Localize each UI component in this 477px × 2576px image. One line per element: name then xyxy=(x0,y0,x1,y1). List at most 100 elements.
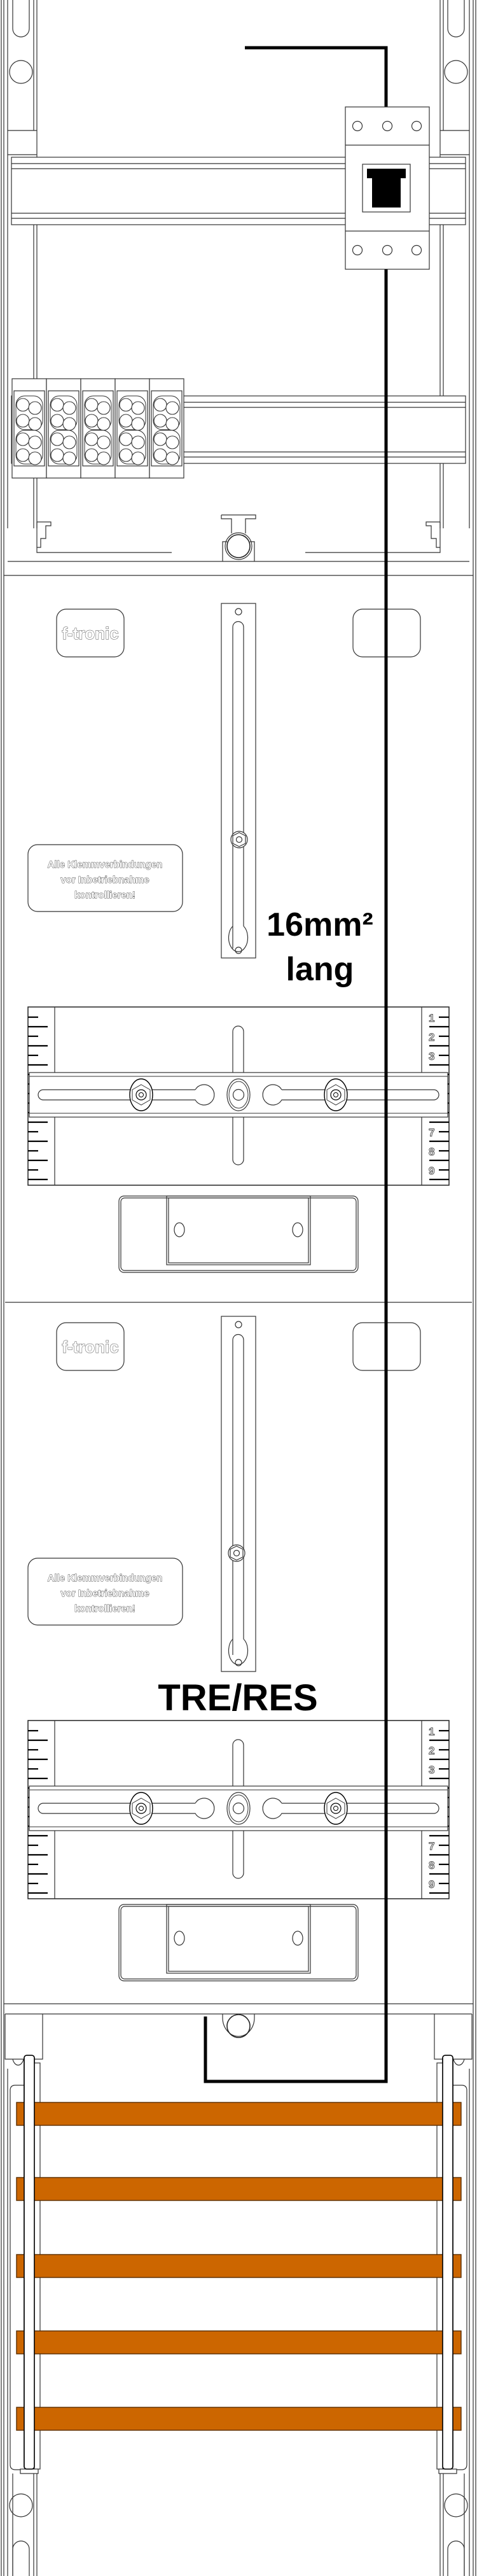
scale-number: 8 xyxy=(429,1146,434,1158)
clamp-hole-icon[interactable] xyxy=(97,401,111,415)
brand-label: f-tronic xyxy=(62,624,119,643)
warning-line-1: Alle Klemmverbindungen xyxy=(48,1573,163,1584)
clamp-hole-icon[interactable] xyxy=(97,435,111,449)
terminal-module[interactable] xyxy=(11,378,47,479)
scale-number: 3 xyxy=(429,1764,434,1776)
nut-icon[interactable] xyxy=(324,1078,348,1111)
scale-number: 7 xyxy=(429,1127,434,1139)
clamp-hole-icon[interactable] xyxy=(97,451,111,465)
nut-icon[interactable] xyxy=(129,1078,153,1111)
nut-icon[interactable] xyxy=(228,1544,245,1562)
toggle-lever-icon[interactable] xyxy=(367,169,406,208)
clamp-hole-icon[interactable] xyxy=(28,451,42,465)
clamp-hole-icon[interactable] xyxy=(16,398,30,412)
mounting-hole-icon xyxy=(226,534,251,558)
main-breaker[interactable] xyxy=(345,106,430,270)
meter-panel-1: f-tronic Alle Klemmverbindungen vor Inbe… xyxy=(27,603,421,988)
meter-panel-2: f-tronic Alle Klemmverbindungen vor Inbe… xyxy=(27,1316,421,1719)
scale-number: 2 xyxy=(429,1745,434,1757)
nut-icon[interactable] xyxy=(324,1792,348,1825)
brand-label-box xyxy=(56,1322,125,1371)
clamp-hole-icon[interactable] xyxy=(119,414,133,428)
clamp-hole-icon[interactable] xyxy=(16,448,30,462)
warning-line-2: vor Inbetriebnahme xyxy=(60,875,149,885)
scale-number: 2 xyxy=(429,1031,434,1043)
clamp-hole-icon[interactable] xyxy=(85,432,99,446)
nut-icon[interactable] xyxy=(129,1792,153,1825)
clamp-hole-icon[interactable] xyxy=(50,448,64,462)
warning-line-3: kontrollieren! xyxy=(74,1603,135,1614)
clamp-hole-icon[interactable] xyxy=(119,398,133,412)
busbars xyxy=(16,2102,462,2431)
scale-number: 3 xyxy=(429,1050,434,1062)
scale-number: 8 xyxy=(429,1859,434,1871)
warning-line-1: Alle Klemmverbindungen xyxy=(48,859,163,870)
clamp-hole-icon[interactable] xyxy=(131,435,145,449)
clamp-hole-icon[interactable] xyxy=(50,432,64,446)
brand-label-box xyxy=(56,609,125,658)
clamp-hole-icon[interactable] xyxy=(16,414,30,428)
meter-carrier-2[interactable]: 1235789 xyxy=(27,1720,450,1899)
clamp-hole-icon[interactable] xyxy=(165,401,179,415)
clamp-hole-icon[interactable] xyxy=(28,417,42,431)
busbar-holder-front xyxy=(24,2055,453,2470)
terminal-module[interactable] xyxy=(149,378,184,479)
mounting-hole-icon xyxy=(226,2014,251,2038)
clamp-hole-icon[interactable] xyxy=(28,401,42,415)
clamp-hole-icon[interactable] xyxy=(131,417,145,431)
clamp-hole-icon[interactable] xyxy=(119,448,133,462)
meter-carrier-1[interactable]: 1235789 xyxy=(27,1006,450,1186)
clamp-hole-icon[interactable] xyxy=(50,398,64,412)
vertical-bracket xyxy=(221,603,256,959)
clamp-hole-icon[interactable] xyxy=(165,417,179,431)
incoming-wire xyxy=(245,46,388,107)
plug-plate-1 xyxy=(118,1195,359,1273)
scale-number: 9 xyxy=(429,1165,434,1177)
cable-size-label: 16mm² xyxy=(266,906,373,943)
clamp-hole-icon[interactable] xyxy=(119,432,133,446)
scale-number: 1 xyxy=(429,1012,434,1024)
busbar xyxy=(16,2177,462,2201)
scale-number: 1 xyxy=(429,1726,434,1738)
vertical-bracket xyxy=(221,1316,256,1672)
bottom-uprights xyxy=(9,2474,468,2576)
clamp-hole-icon[interactable] xyxy=(153,398,167,412)
clamp-hole-icon[interactable] xyxy=(62,401,76,415)
clamp-hole-icon[interactable] xyxy=(153,414,167,428)
clamp-hole-icon[interactable] xyxy=(85,414,99,428)
meter-type-label: TRE/RES xyxy=(158,1677,317,1719)
screw-icon xyxy=(382,244,393,256)
clamp-hole-icon[interactable] xyxy=(85,448,99,462)
busbar xyxy=(16,2102,462,2126)
clamp-hole-icon[interactable] xyxy=(97,417,111,431)
clamp-hole-icon[interactable] xyxy=(165,435,179,449)
screw-icon xyxy=(411,120,422,132)
warning-line-2: vor Inbetriebnahme xyxy=(60,1588,149,1599)
busbar xyxy=(16,2407,462,2431)
scale-number: 7 xyxy=(429,1840,434,1852)
clamp-hole-icon[interactable] xyxy=(153,448,167,462)
center-washer-icon xyxy=(226,1792,251,1825)
clamp-hole-icon[interactable] xyxy=(62,451,76,465)
clamp-hole-icon[interactable] xyxy=(165,451,179,465)
clamp-hole-icon[interactable] xyxy=(131,401,145,415)
clamp-hole-icon[interactable] xyxy=(85,398,99,412)
right-upright-top xyxy=(439,0,470,528)
clamp-hole-icon[interactable] xyxy=(62,417,76,431)
clamp-hole-icon[interactable] xyxy=(62,435,76,449)
clamp-hole-icon[interactable] xyxy=(16,432,30,446)
nut-icon[interactable] xyxy=(230,831,248,848)
screw-icon xyxy=(352,120,363,132)
clamp-hole-icon[interactable] xyxy=(28,435,42,449)
clamp-hole-icon[interactable] xyxy=(153,432,167,446)
clamp-hole-icon[interactable] xyxy=(131,451,145,465)
warning-label-box xyxy=(27,844,183,912)
clamp-hole-icon[interactable] xyxy=(50,414,64,428)
plug-plate-2 xyxy=(118,1904,359,1981)
bottom-section-base xyxy=(4,2003,473,2066)
terminal-module[interactable] xyxy=(114,378,150,479)
terminal-block[interactable] xyxy=(11,378,184,479)
terminal-module[interactable] xyxy=(80,378,116,479)
terminal-module[interactable] xyxy=(46,378,81,479)
